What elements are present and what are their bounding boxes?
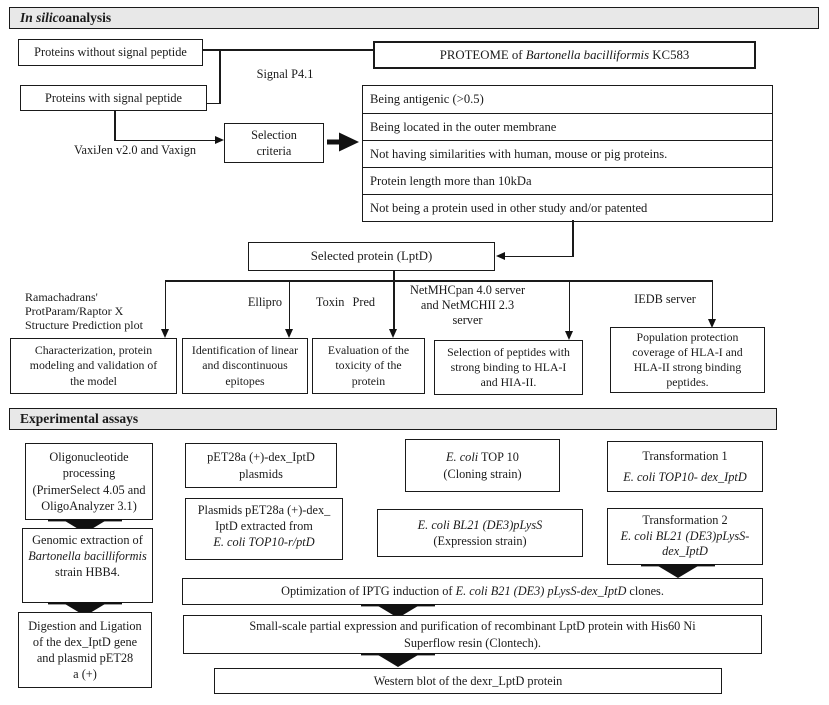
criteria-text: Not having similarities with human, mous… [370,146,668,161]
block-arrow-down-icon [48,519,122,533]
box-proteins-with-signal-peptide: Proteins with signal peptide [20,85,207,111]
section-header-experimental: Experimental assays [9,408,777,430]
section-title: Experimental assays [20,411,139,426]
connector-line [114,139,215,142]
block-arrow-down-icon [48,602,122,616]
connector-line [207,102,220,105]
label-ellipro: Ellipro [247,295,283,309]
criteria-row: Not having similarities with human, mous… [363,140,772,167]
criteria-row: Being located in the outer membrane [363,113,772,140]
arrowhead-down [284,329,293,338]
block-arrow-right-icon [327,132,359,152]
connector-line [114,111,116,141]
block-arrow-down-icon [641,564,715,578]
criteria-text: Protein length more than 10kDa [370,173,532,188]
label-vaxijen-vaxign: VaxiJen v2.0 and Vaxign [73,143,197,157]
arrowhead-down [564,331,573,340]
box-western-blot: Western blot of the dexr_LptD protein [214,668,722,694]
connector-line [165,280,713,282]
box-plasmids-extracted: Plasmids pET28a (+)-dex_IptD extracted f… [185,498,343,560]
section-header-insilico: In silico analysis [9,7,819,29]
connector-line [393,271,395,331]
arrowhead-right [215,136,224,144]
criteria-row: Protein length more than 10kDa [363,167,772,194]
box-proteins-without-signal-peptide: Proteins without signal peptide [18,39,203,66]
connector-line [505,255,573,258]
criteria-text: Not being a protein used in other study … [370,200,648,215]
label-iedb-server: IEDB server [634,292,696,306]
box-iptg-optimization: Optimization of IPTG induction of E. col… [182,578,763,605]
arrowhead-left [496,252,505,260]
block-arrow-down-icon [361,604,435,618]
criteria-row: Being antigenic (>0.5) [363,86,772,113]
label-toxin-pred: Toxin Pred [315,295,376,309]
section-title-rest: analysis [65,10,112,25]
criteria-row: Not being a protein used in other study … [363,194,772,221]
connector-line [288,280,291,330]
box-label: Selected protein (LptD) [310,249,433,264]
arrowhead-down [707,319,716,328]
arrowhead-down [160,329,169,338]
connector-line [568,280,571,332]
box-label: Western blot of the dexr_LptD protein [373,673,563,688]
box-label: Proteins with signal peptide [45,90,182,105]
box-label: Proteins without signal peptide [34,45,187,60]
box-smallscale-expression: Small-scale partial expression and purif… [183,615,762,654]
block-arrow-down-icon [361,653,435,667]
box-ecoli-bl21: E. coli BL21 (DE3)pLysS(Expression strai… [377,509,583,557]
arrowhead-down [389,329,398,338]
connector-line [164,280,167,330]
box-ecoli-top10: E. coli TOP 10(Cloning strain) [405,439,560,492]
connector-line [711,280,714,320]
criteria-list: Being antigenic (>0.5) Being located in … [362,85,773,222]
label-signal-p41: Signal P4.1 [256,67,314,81]
box-proteome: PROTEOME of Bartonella bacilliformis KC5… [373,41,756,69]
connector-line [219,49,221,104]
section-title-italic: In silico [20,10,66,25]
connector-line [572,220,574,257]
criteria-text: Being antigenic (>0.5) [370,92,484,106]
box-selected-protein: Selected protein (LptD) [248,242,495,271]
criteria-text: Being located in the outer membrane [370,119,557,134]
connector-line [203,49,374,51]
